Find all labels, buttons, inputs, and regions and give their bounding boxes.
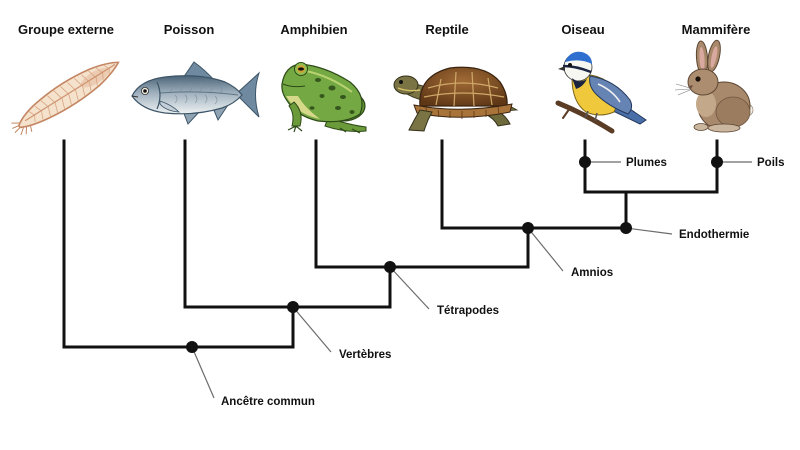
frog-spot — [349, 110, 355, 114]
frog-spot — [315, 78, 321, 82]
node-common-ancestor — [186, 341, 198, 353]
frog-pupil — [298, 67, 304, 71]
taxon-label-mammal: Mammifère — [682, 22, 751, 37]
rabbit-eye — [695, 76, 701, 82]
frog-dorsolateral-ridge — [305, 70, 353, 93]
fish-tail-fin — [235, 71, 261, 118]
rabbit-front-paw — [693, 123, 709, 131]
frog-spots — [309, 78, 355, 114]
leader-line-common-ancestor — [191, 346, 215, 399]
leader-line-endothermy — [625, 227, 673, 235]
fish-pupil — [143, 89, 147, 93]
bird-eye — [568, 63, 572, 67]
node-hair — [711, 156, 723, 168]
fish-lateral-line — [159, 91, 239, 96]
turtle-eye — [399, 80, 403, 84]
bird-feet — [584, 110, 598, 122]
fish-body — [131, 75, 243, 115]
leader-lines — [191, 161, 752, 399]
frog-spot — [319, 94, 325, 98]
node-vertebrae — [287, 301, 299, 313]
turtle-head-stripe — [397, 87, 421, 92]
leader-line-amnion — [527, 227, 564, 272]
rabbit-ear-back-inner — [710, 46, 718, 68]
rabbit-chest — [696, 91, 716, 117]
twig — [562, 107, 571, 119]
frog-toes — [287, 125, 361, 134]
internode-root — [62, 305, 295, 349]
bird-eye-stripe — [562, 64, 592, 74]
label-common-ancestor: Ancêtre commun — [221, 396, 315, 408]
bird-bib — [572, 78, 587, 89]
frog-icon — [281, 62, 367, 134]
leader-line-vertebrae — [292, 306, 332, 353]
taxon-labels: Groupe externe Poisson Amphibien Reptile… — [18, 22, 750, 37]
bird-wing-bar — [597, 83, 621, 103]
node-labels: Ancêtre commun Vertèbres Tétrapodes Amni… — [221, 157, 784, 408]
rabbit-head — [687, 68, 719, 96]
taxon-label-reptile: Reptile — [425, 22, 468, 37]
fish-mouth — [131, 95, 139, 98]
rabbit-nose — [689, 85, 693, 89]
branch — [555, 100, 615, 134]
rabbit-hind-foot — [707, 123, 741, 133]
leader-line-tetrapods — [389, 266, 430, 310]
frog-spot — [309, 106, 315, 110]
label-hair: Poils — [757, 157, 784, 169]
nodes — [186, 156, 723, 353]
fish-scales — [169, 82, 223, 105]
frog-mouth — [282, 83, 306, 88]
fish-icon — [131, 61, 261, 125]
frog-spot — [340, 95, 346, 99]
turtle-scutes — [423, 71, 505, 107]
fish-pectoral-fin — [159, 100, 181, 113]
bird-cap — [565, 51, 592, 64]
fish-gill — [156, 81, 161, 110]
taxon-label-bird: Oiseau — [561, 22, 604, 37]
bird-beak — [558, 66, 565, 71]
label-tetrapods: Tétrapodes — [437, 305, 499, 317]
frog-spot — [328, 85, 336, 91]
node-amnion — [522, 222, 534, 234]
node-feathers — [579, 156, 591, 168]
lancelet-icon — [11, 61, 120, 136]
bird-icon — [555, 51, 647, 134]
frog-belly — [286, 96, 320, 119]
frog-spot — [335, 106, 341, 110]
taxon-label-outgroup: Groupe externe — [18, 22, 114, 37]
label-vertebrae: Vertèbres — [339, 349, 391, 361]
rabbit-haunch — [715, 96, 751, 128]
node-tetrapods — [384, 261, 396, 273]
rabbit-whiskers — [674, 83, 691, 96]
internode-vertebrates — [183, 265, 392, 309]
turtle-icon — [393, 66, 519, 132]
label-endothermy: Endothermie — [679, 229, 749, 241]
lancelet-tail-fringe — [11, 122, 33, 136]
turtle-front-leg — [408, 109, 433, 132]
taxon-label-fish: Poisson — [164, 22, 215, 37]
rabbit-icon — [674, 39, 754, 133]
taxon-label-amphibian: Amphibien — [280, 22, 347, 37]
frog-front-leg — [288, 101, 302, 127]
label-amnion: Amnios — [571, 267, 613, 279]
node-endothermy — [620, 222, 632, 234]
turtle-shell — [419, 66, 508, 107]
lancelet-notochord — [24, 63, 116, 122]
label-feathers: Plumes — [626, 157, 667, 169]
rabbit-ear-front-inner — [699, 47, 705, 71]
